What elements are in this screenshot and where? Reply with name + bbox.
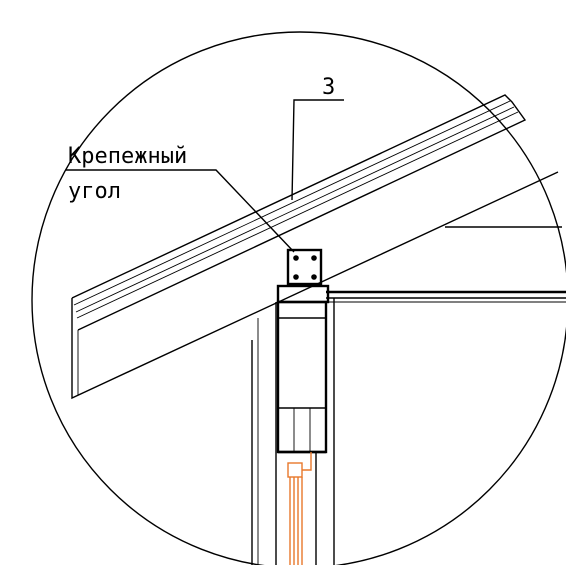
junction-box xyxy=(287,462,303,478)
detail-circle xyxy=(31,31,566,565)
post-assembly xyxy=(251,284,335,565)
wiring xyxy=(287,452,312,565)
wire xyxy=(302,452,312,471)
mounting-plate xyxy=(286,248,323,286)
callout-label: Крепежный угол xyxy=(66,144,295,253)
callout-label-leader xyxy=(66,169,295,253)
bolt xyxy=(311,274,317,280)
roof-layer-line xyxy=(76,111,519,319)
bolt xyxy=(293,274,299,280)
roof-assembly xyxy=(71,94,566,400)
mounting-angle xyxy=(286,248,323,286)
roof-layer-line xyxy=(75,106,515,313)
callout-3-number: 3 xyxy=(322,75,335,100)
roof-slab-outline xyxy=(71,94,527,331)
fascia-board xyxy=(71,171,559,400)
roof-layer-line xyxy=(73,100,511,306)
callout-3-leader xyxy=(291,99,344,201)
callout-3: 3 xyxy=(291,75,344,201)
post-body xyxy=(276,300,328,454)
callout-label-line1: Крепежный xyxy=(68,144,187,169)
bolt xyxy=(311,255,317,261)
bolt xyxy=(293,255,299,261)
post-cap xyxy=(276,284,330,304)
callout-label-line2: угол xyxy=(68,179,121,204)
